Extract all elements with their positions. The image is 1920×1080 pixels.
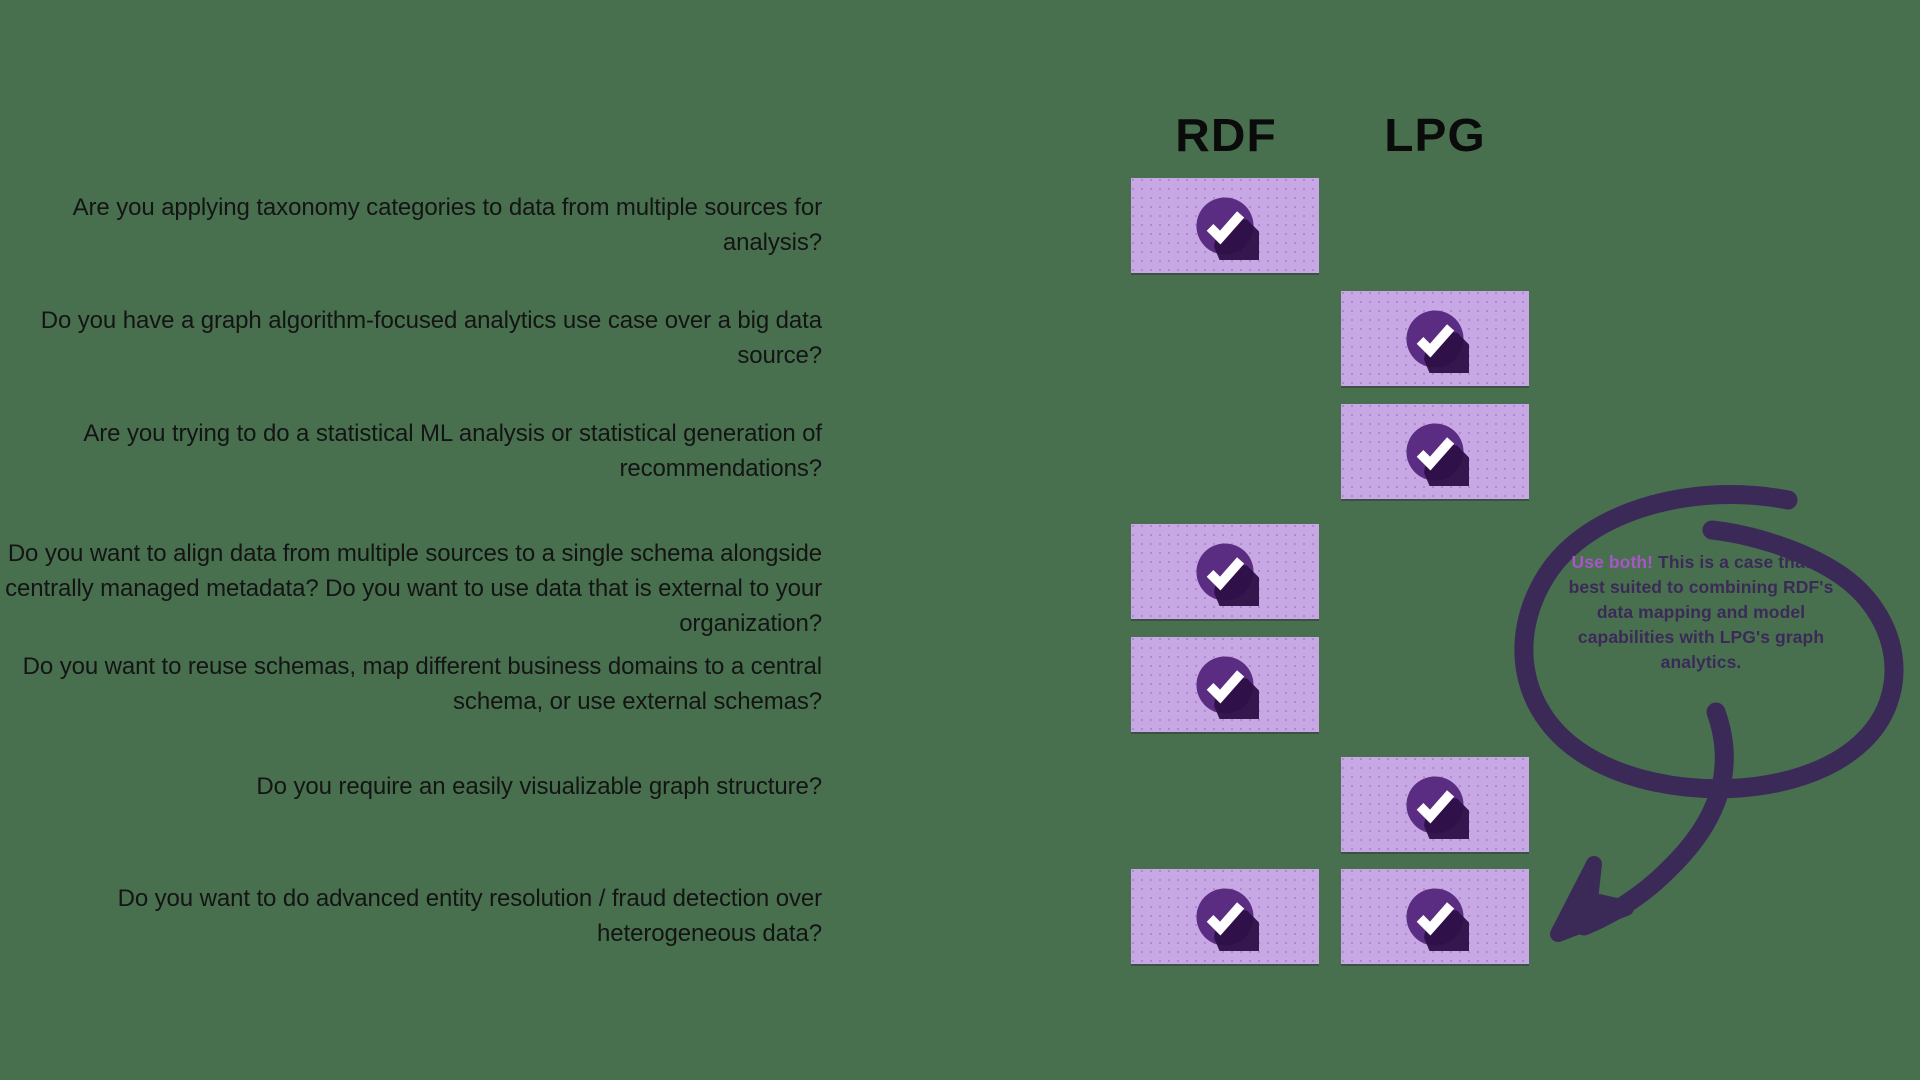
check-circle-icon	[1191, 538, 1259, 606]
answer-cell-lpg[interactable]	[1341, 869, 1529, 964]
check-circle-icon	[1406, 309, 1469, 373]
check-circle-icon	[1401, 305, 1469, 373]
question-label: Do you have a graph algorithm-focused an…	[40, 306, 822, 369]
answer-cell-rdf[interactable]	[1131, 869, 1319, 964]
answer-cell-lpg[interactable]	[1341, 404, 1529, 499]
question-label: Are you trying to do a statistical ML an…	[83, 419, 822, 482]
annotation-body: This is a case that is best suited to co…	[1568, 552, 1834, 672]
column-header-lpg: LPG	[1384, 109, 1486, 161]
check-circle-icon	[1191, 651, 1259, 719]
answer-cell-lpg[interactable]	[1341, 291, 1529, 386]
annotation-circle-arrow-icon	[1514, 485, 1904, 942]
question-label: Are you applying taxonomy categories to …	[72, 193, 822, 256]
check-circle-icon	[1196, 887, 1259, 951]
check-circle-icon	[1196, 655, 1259, 719]
answer-cell-lpg[interactable]	[1341, 757, 1529, 852]
answer-cell-rdf[interactable]	[1131, 637, 1319, 732]
annotation-highlight: Use both!	[1571, 552, 1654, 572]
check-circle-icon	[1191, 883, 1259, 951]
check-circle-icon	[1406, 775, 1469, 839]
annotation-callout: Use both! This is a case that is best su…	[1498, 468, 1918, 942]
annotation-text: Use both! This is a case that is best su…	[1560, 550, 1842, 675]
check-circle-icon	[1406, 887, 1469, 951]
answer-cell-rdf[interactable]	[1131, 524, 1319, 619]
check-circle-icon	[1401, 418, 1469, 486]
check-circle-icon	[1196, 542, 1259, 606]
column-header-rdf: RDF	[1175, 109, 1277, 161]
check-circle-icon	[1401, 771, 1469, 839]
check-circle-icon	[1406, 422, 1469, 486]
check-circle-icon	[1196, 196, 1259, 260]
question-label: Do you want to align data from multiple …	[5, 539, 822, 637]
question-label: Do you require an easily visualizable gr…	[256, 772, 822, 800]
question-label: Do you want to reuse schemas, map differ…	[22, 652, 822, 715]
check-circle-icon	[1401, 883, 1469, 951]
answer-cell-rdf[interactable]	[1131, 178, 1319, 273]
question-label: Do you want to do advanced entity resolu…	[117, 884, 823, 947]
check-circle-icon	[1191, 192, 1259, 260]
